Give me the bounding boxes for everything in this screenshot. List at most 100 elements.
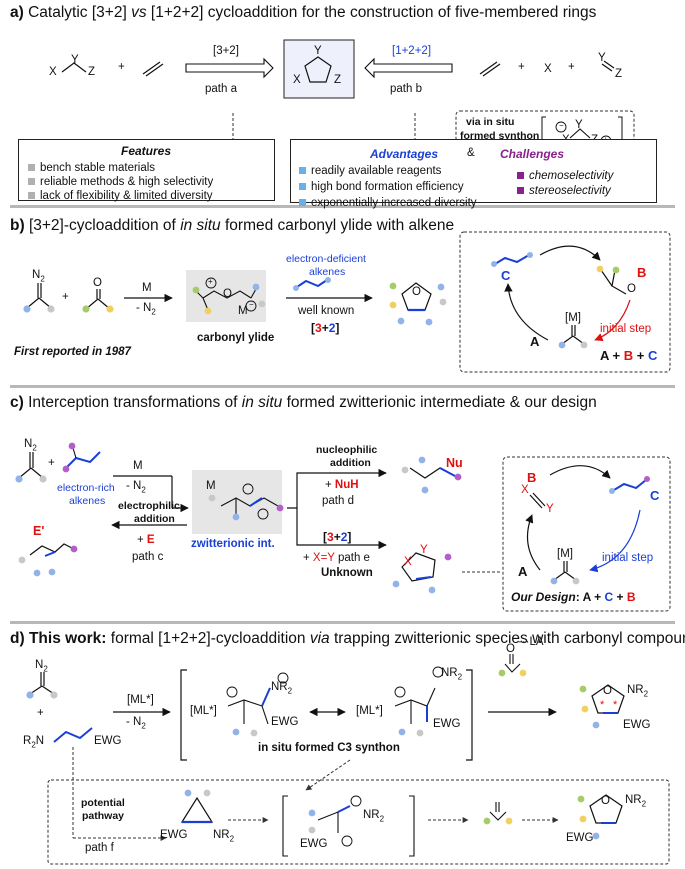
dipole-bonds [61, 62, 87, 73]
lewis-acid: ···LA [518, 636, 544, 648]
cycle-carbonyl-o: O [627, 283, 636, 295]
nr2-right: NR2 [441, 667, 463, 682]
gray-bullet-icon [28, 164, 35, 172]
zwitter-label: zwitterionic int. [191, 538, 275, 550]
ylide-label: carbonyl ylide [197, 332, 275, 344]
diazo-n2: N2 [32, 269, 45, 284]
plus-sign: + [568, 61, 575, 73]
section-a-title: a) Catalytic [3+2] vs [1+2+2] cycloaddit… [10, 4, 597, 21]
cycle-label-b: B [637, 265, 647, 280]
label-path-d: path d [322, 495, 354, 507]
label-1plus2plus2: [1+2+2] [392, 45, 432, 57]
design-box [502, 456, 671, 612]
design-y: Y [546, 503, 554, 515]
enamine-ewg: EWG [94, 735, 122, 747]
product-box [283, 39, 355, 99]
ethylene-left [142, 61, 161, 75]
gray-bullet-icon [28, 192, 35, 200]
plus-sign: + [48, 457, 55, 469]
product-nu: Nu [446, 456, 463, 470]
ring-atom-y: Y [314, 45, 322, 57]
cyclopropane-nr2: NR2 [213, 829, 235, 844]
final-o: O [601, 795, 610, 807]
cycle-label-c: C [501, 268, 511, 283]
atom-z: Z [88, 66, 96, 78]
blue-bullet-icon [299, 167, 306, 175]
minus-charge-icon: − [559, 121, 564, 130]
arrow-1plus2plus2 [364, 57, 453, 79]
well-known: well known [298, 305, 355, 317]
reagent-e: + E [137, 534, 155, 546]
synthon-y: Y [575, 119, 583, 131]
synthon-line-1: via in situ [466, 116, 515, 128]
feature-item: reliable methods & high selectivity [28, 176, 213, 188]
nr2-left: NR2 [271, 681, 293, 696]
plus-charge-icon: + [208, 277, 213, 286]
final-nr2: NR2 [625, 794, 647, 809]
alkene-rich-label-1: electron-rich [57, 482, 115, 494]
separator-b-c [10, 385, 675, 388]
ring-atom-x: X [293, 74, 301, 86]
alkene-rich-label-2: alkenes [69, 495, 106, 507]
ele-addition-2: addition [134, 513, 175, 525]
atom-x: X [49, 66, 57, 78]
alkene-label-1: electron-deficient [286, 253, 366, 265]
arrow-3plus2 [185, 57, 274, 79]
atom-y-right: Y [598, 52, 606, 64]
cyclopropane-ewg: EWG [160, 829, 188, 841]
potential-2: pathway [82, 810, 125, 822]
section-a-graphics [61, 39, 635, 153]
first-reported: First reported in 1987 [14, 346, 131, 358]
open-ewg: EWG [300, 838, 328, 850]
unknown-label: Unknown [321, 567, 373, 579]
c3-synthon-label: in situ formed C3 synthon [258, 742, 400, 754]
thf-oxygen: O [412, 286, 421, 298]
advantage-item: exponentially increased diversity [299, 197, 477, 209]
blue-bullet-icon [299, 183, 306, 191]
nuc-addition-2: addition [330, 457, 371, 469]
design-label-c: C [650, 488, 660, 503]
ylide-m: M [238, 305, 248, 317]
ring-x-c: X [404, 556, 412, 568]
label-path-b: path b [390, 83, 422, 95]
section-c-graphics [15, 442, 671, 612]
enamine-r2n: R2N [23, 735, 45, 750]
design-label-b: B [527, 470, 537, 485]
atom-x-right: X [544, 63, 552, 75]
design-label-a: A [518, 564, 528, 579]
zwitter-box [192, 470, 282, 534]
five-ring [304, 56, 332, 83]
separator-a-b [10, 205, 675, 208]
stereocenter-star: * [600, 699, 605, 711]
thf-product [401, 282, 432, 311]
ring-atom-z: Z [334, 74, 342, 86]
plus-sign: + [37, 707, 44, 719]
atom-z-right: Z [615, 68, 623, 80]
ml-right: [ML*] [356, 705, 383, 717]
bracket-32-c: [3+2] [323, 530, 352, 544]
cycle-label-a: A [530, 334, 540, 349]
label-3plus2: [3+2] [213, 45, 239, 57]
ampersand: & [467, 147, 475, 159]
plus-sign: + [518, 61, 525, 73]
cycle-box-b [459, 231, 671, 373]
advantage-item: high bond formation efficiency [299, 181, 464, 193]
carbonyl-o-d: O [506, 643, 515, 655]
cycle-sum-b: A + B + C [600, 348, 658, 363]
final-ewg: EWG [566, 832, 594, 844]
minus-charge-icon: − [249, 300, 254, 309]
nuc-addition-1: nucleophilic [316, 444, 378, 456]
purple-bullet-icon [517, 187, 524, 195]
reagent-nuh: + NuH [325, 479, 359, 491]
separator-c-d [10, 621, 675, 624]
feature-item: bench stable materials [28, 162, 155, 174]
purple-bullet-icon [517, 172, 524, 180]
ml-left: [ML*] [190, 705, 217, 717]
challenges-title: Challenges [500, 147, 565, 161]
initial-step-b: initial step [600, 323, 652, 335]
blue-bullet-icon [299, 199, 306, 207]
section-d-title: d) This work: formal [1+2+2]-cycloadditi… [10, 630, 685, 647]
reagent-n2-c: - N2 [126, 480, 146, 495]
section-c-title: c) Interception transformations of in si… [10, 394, 597, 411]
